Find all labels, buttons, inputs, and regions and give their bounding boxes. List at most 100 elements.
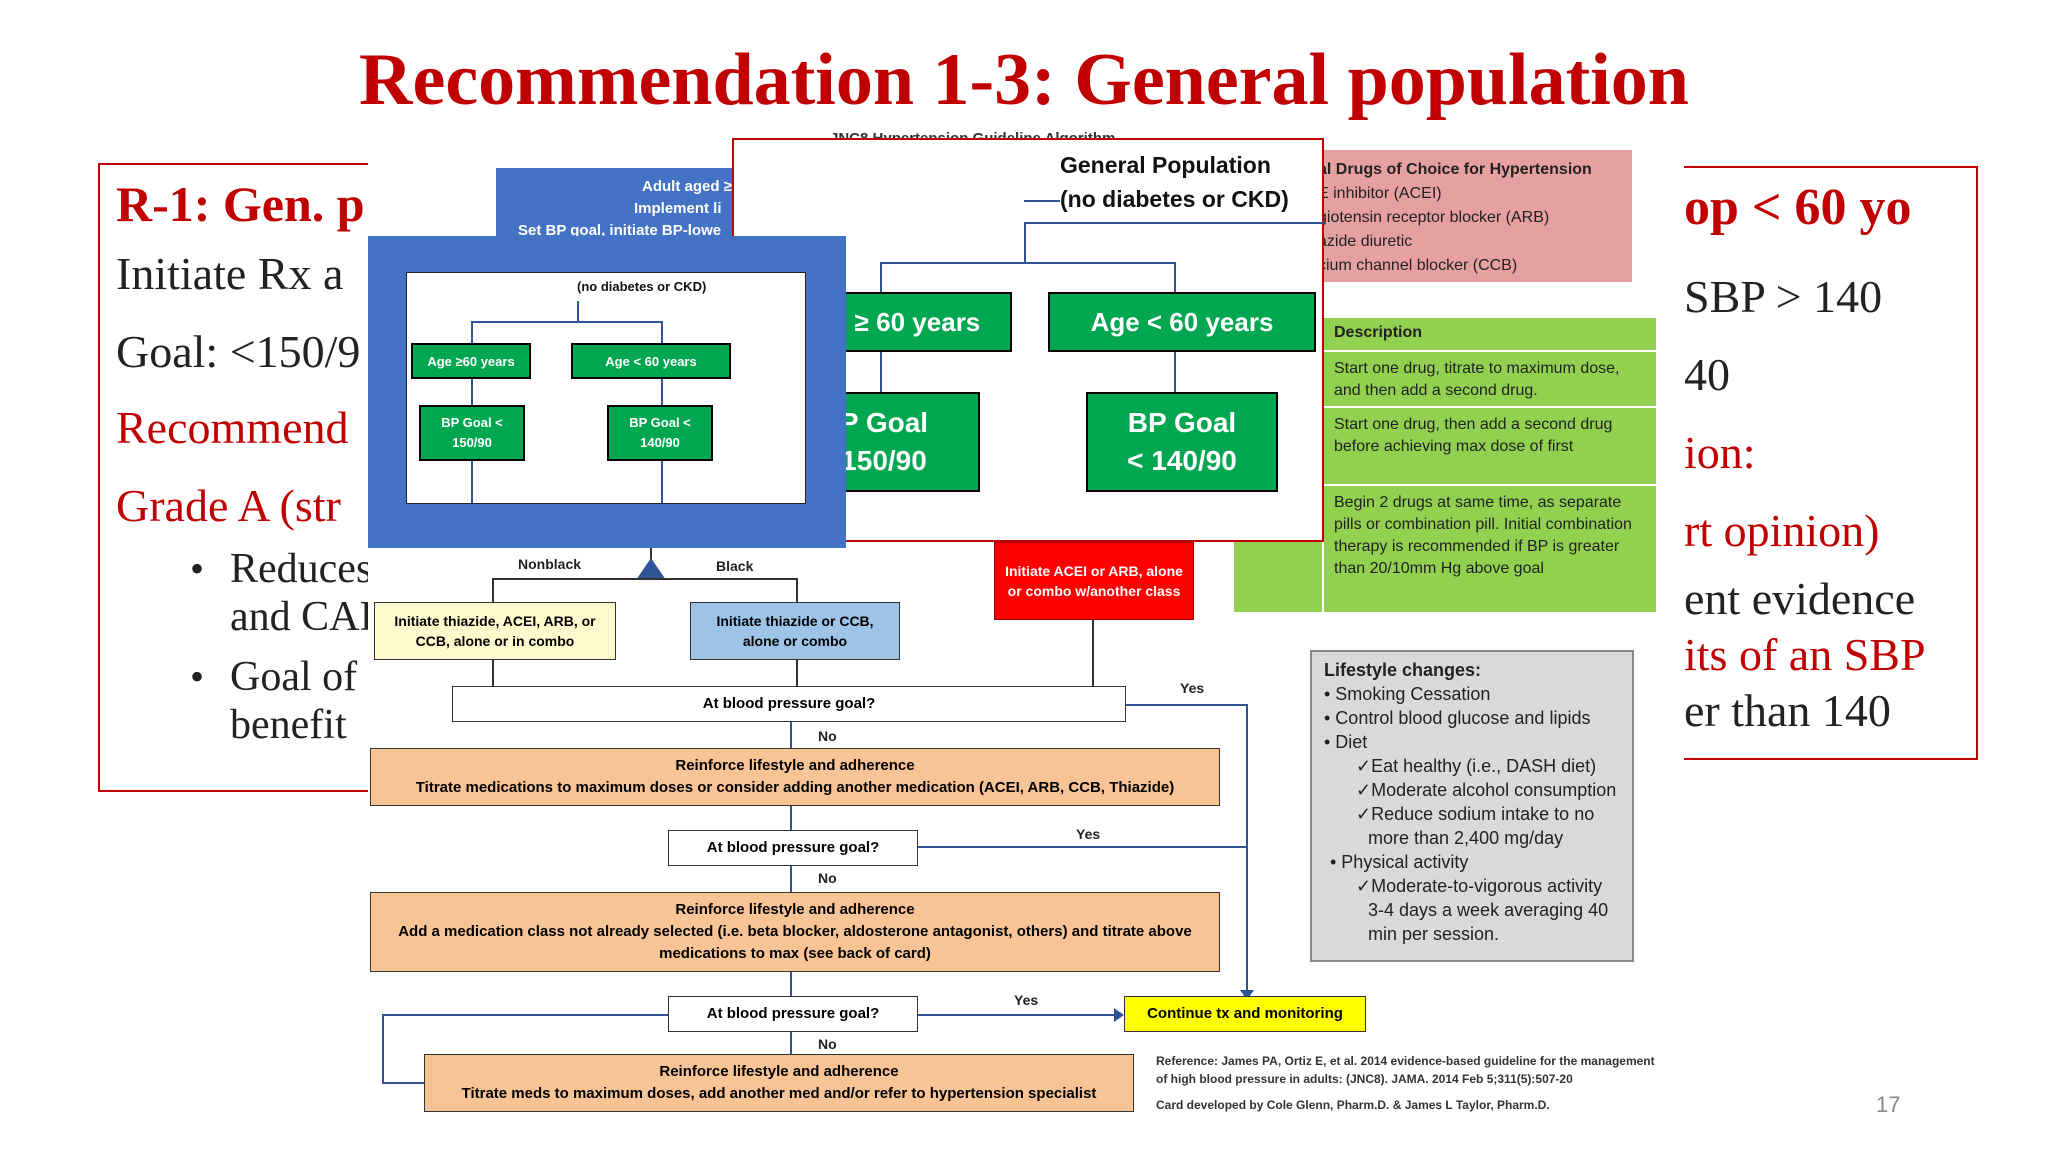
strategy-header: Description <box>1334 324 1423 341</box>
initiate-nonblack-box: Initiate thiazide, ACEI, ARB, or CCB, al… <box>374 602 616 660</box>
step1-title: Reinforce lifestyle and adherence <box>675 757 915 775</box>
label-yes-1: Yes <box>1180 680 1205 696</box>
step3-text: Titrate meds to maximum doses, add anoth… <box>461 1085 1097 1102</box>
step1-text: Titrate medications to maximum doses or … <box>415 779 1175 796</box>
flow-top-line2: Implement li <box>634 200 722 217</box>
left-box-bullet2b: benefit <box>230 702 347 748</box>
card-developed: Card developed by Cole Glenn, Pharm.D. &… <box>1156 1098 1550 1112</box>
drugs-item-4: cium channel blocker (CCB) <box>1318 257 1518 274</box>
label-no-2: No <box>818 870 837 886</box>
drugs-of-choice-box: al Drugs of Choice for Hypertension E in… <box>1310 150 1632 282</box>
step2-text: Add a medication class not already selec… <box>398 923 1192 962</box>
strategy-row-line-2 <box>1234 406 1656 408</box>
page-number: 17 <box>1876 1092 1901 1117</box>
lifestyle-item-8: • Physical activity <box>1330 852 1469 872</box>
label-yes-3: Yes <box>1014 992 1039 1008</box>
large-inset-header-1: General Population <box>1060 152 1271 178</box>
line-s1-down <box>790 806 792 830</box>
large-line-top-v <box>1024 200 1060 202</box>
large-goal-140-line2: < 140/90 <box>1127 445 1237 476</box>
right-box-line2: 40 <box>1684 349 1730 400</box>
strategy-row-1: Start one drug, titrate to maximum dose,… <box>1334 360 1620 399</box>
line-s2-down <box>790 972 792 996</box>
large-age-ge-rest: ≥ 60 years <box>854 306 981 337</box>
line-q3-down <box>790 1032 792 1054</box>
line-top-down <box>650 540 652 570</box>
strategy-row-2: Start one drug, then add a second drug b… <box>1334 416 1613 455</box>
line-loop-h-bottom <box>382 1082 424 1084</box>
arrow-yes-continue <box>1240 990 1254 1000</box>
line-loop-h-top <box>382 1014 668 1016</box>
large-goal-150-line1: P Goal <box>839 407 929 438</box>
label-no-1: No <box>818 728 837 744</box>
lifestyle-item-6: ✓Reduce sodium intake to no <box>1356 804 1595 824</box>
large-age-lt-box: Age < 60 years <box>1048 292 1316 352</box>
left-box-line4: Grade A (str <box>116 480 341 531</box>
large-goal-150-line2: 150/90 <box>841 445 927 476</box>
large-line-6 <box>880 352 882 392</box>
lifestyle-item-4: ✓Eat healthy (i.e., DASH diet) <box>1356 756 1597 776</box>
right-box-line7: er than 140 <box>1684 685 1891 736</box>
step2-box: Reinforce lifestyle and adherence Add a … <box>370 892 1220 972</box>
lifestyle-item-7: more than 2,400 mg/day <box>1368 828 1564 848</box>
slide-title: Recommendation 1-3: General population <box>359 39 1689 121</box>
drugs-item-3: azide diuretic <box>1318 233 1413 250</box>
lifestyle-item-9: ✓Moderate-to-vigorous activity <box>1356 876 1603 896</box>
drugs-item-2: giotensin receptor blocker (ARB) <box>1318 209 1550 226</box>
large-inset-header-2: (no diabetes or CKD) <box>1060 186 1289 212</box>
right-box-heading: op < 60 yo <box>1684 179 1912 236</box>
small-line-2 <box>471 321 473 343</box>
small-line-3 <box>661 321 663 343</box>
strategy-row-line-3 <box>1234 484 1656 486</box>
lifestyle-item-2: • Control blood glucose and lipids <box>1324 708 1591 728</box>
lifestyle-item-1: • Smoking Cessation <box>1324 684 1491 704</box>
arrow-yes-3 <box>1114 1008 1124 1022</box>
lifestyle-box: Lifestyle changes: • Smoking Cessation •… <box>1310 650 1634 962</box>
label-nonblack: Nonblack <box>518 556 582 572</box>
right-box-line1: SBP > 140 <box>1684 271 1883 322</box>
right-box-line6: its of an SBP <box>1684 629 1926 680</box>
line-split-h <box>492 578 798 580</box>
large-line-2 <box>1024 222 1026 262</box>
drugs-title: al Drugs of Choice for Hypertension <box>1318 161 1592 178</box>
line-q2-down <box>790 866 792 892</box>
small-line-7 <box>661 461 663 503</box>
large-line-5 <box>1174 262 1176 292</box>
small-line-1 <box>471 321 661 323</box>
left-box-heading: R-1: Gen. p <box>116 176 365 232</box>
large-line-1 <box>1024 222 1324 224</box>
line-yes-v <box>1246 704 1248 994</box>
large-line-4 <box>880 262 882 292</box>
line-right-down <box>796 578 798 602</box>
left-box-bullet1b: and CAI <box>230 594 374 640</box>
bullet-dot-2: • <box>190 654 205 699</box>
left-box-line1: Initiate Rx a <box>116 248 344 299</box>
lifestyle-item-3: • Diet <box>1324 732 1368 752</box>
large-goal-140-line1: BP Goal <box>1127 407 1237 438</box>
step3-title: Reinforce lifestyle and adherence <box>659 1063 899 1081</box>
lifestyle-item-11: min per session. <box>1368 924 1500 944</box>
large-line-7 <box>1174 352 1176 392</box>
small-line-top <box>577 301 579 321</box>
large-goal-140-box: BP Goal < 140/90 <box>1086 392 1278 492</box>
small-age-lt-box: Age < 60 years <box>571 343 731 379</box>
step3-box: Reinforce lifestyle and adherence Titrat… <box>424 1054 1134 1112</box>
flow-top-line3: Set BP goal, initiate BP-lowe <box>518 222 722 239</box>
bp-goal-question-1: At blood pressure goal? <box>452 686 1126 722</box>
step1-box: Reinforce lifestyle and adherence Titrat… <box>370 748 1220 806</box>
left-box-bullet2a: Goal of <box>230 654 358 700</box>
small-line-6 <box>471 461 473 503</box>
line-left-down <box>492 578 494 602</box>
lifestyle-item-10: 3-4 days a week averaging 40 <box>1368 900 1609 920</box>
label-black: Black <box>716 558 754 574</box>
bp-goal-question-3: At blood pressure goal? <box>668 996 918 1032</box>
strategy-row-3: Begin 2 drugs at same time, as separate … <box>1334 494 1632 577</box>
left-box-line2: Goal: <150/9 <box>116 326 361 377</box>
small-inset-header: (no diabetes or CKD) <box>577 279 707 294</box>
small-goal-150-box: BP Goal < 150/90 <box>419 405 525 461</box>
large-line-3 <box>880 262 1174 264</box>
line-q1-down <box>790 722 792 748</box>
small-line-5 <box>661 379 663 405</box>
lifestyle-item-5: ✓Moderate alcohol consumption <box>1356 780 1617 800</box>
initiate-acei-box: Initiate ACEI or ARB, alone or combo w/a… <box>994 542 1194 620</box>
